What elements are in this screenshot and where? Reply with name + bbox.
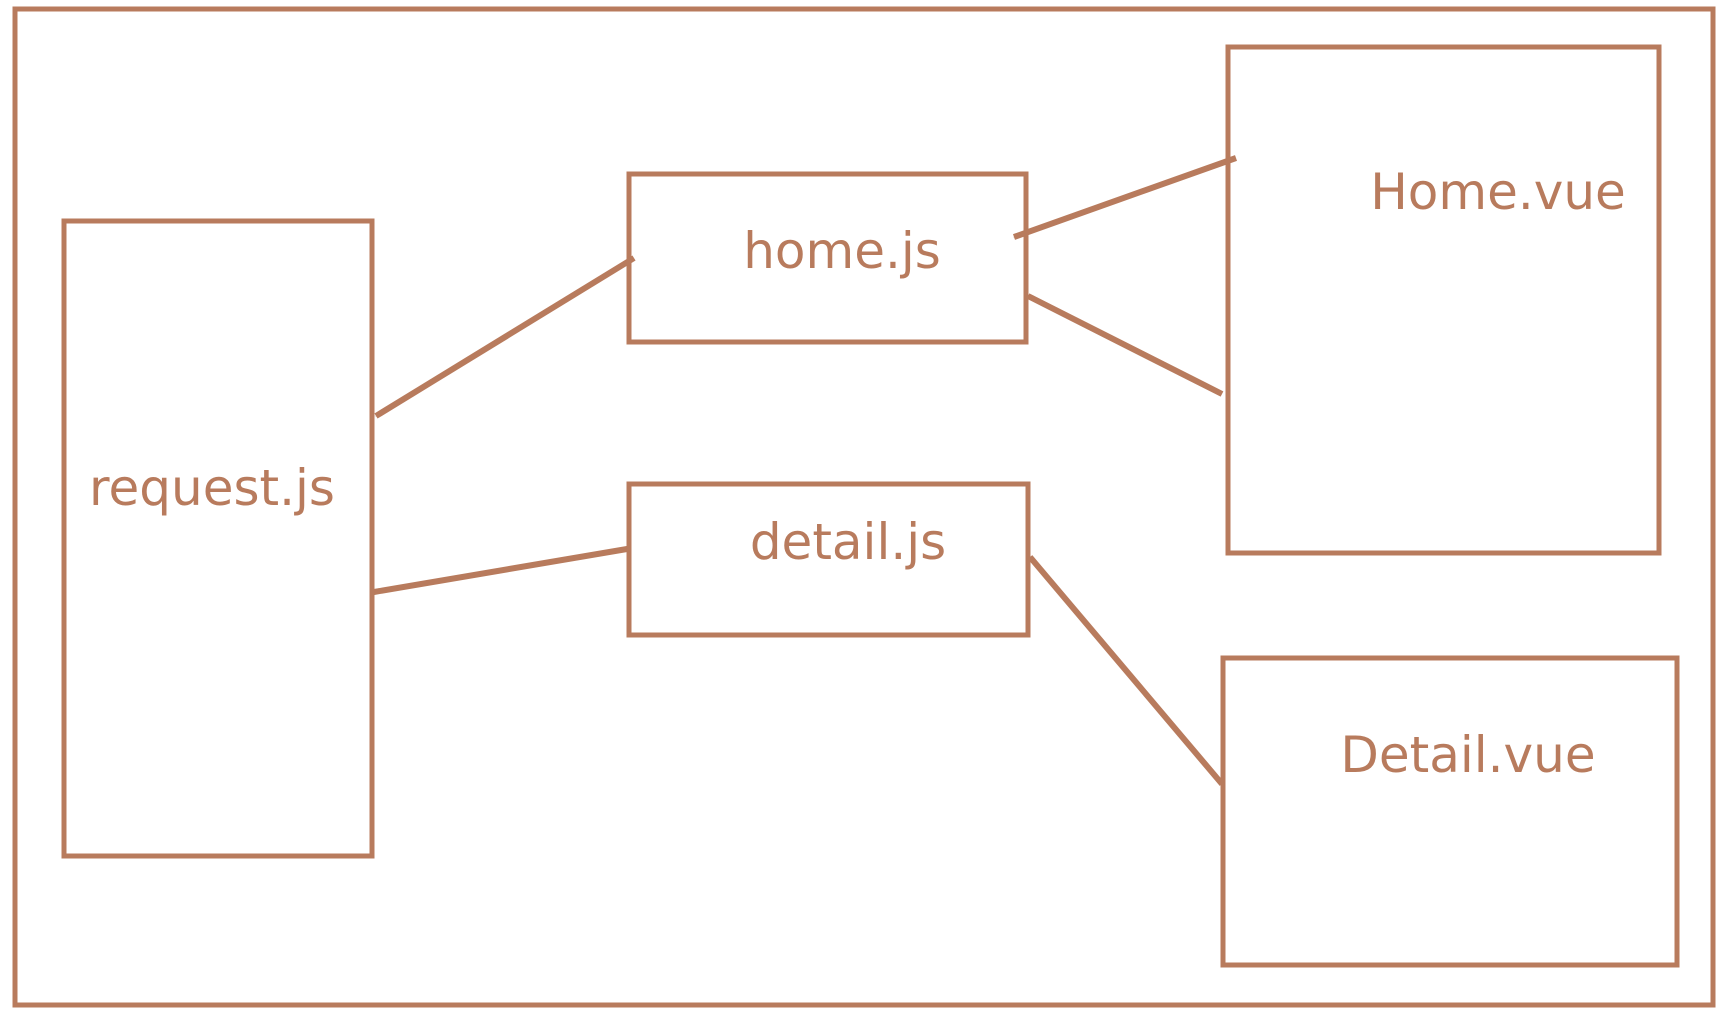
node-request-js-box [61, 218, 375, 859]
outer-frame [12, 6, 1716, 1008]
node-detail-vue-box [1220, 655, 1680, 968]
node-detail-js-box [626, 481, 1031, 638]
node-home-vue-label: Home.vue [1370, 163, 1626, 221]
node-request-js-label: request.js [89, 459, 335, 517]
node-home-vue-box [1225, 44, 1662, 556]
node-request-js[interactable]: request.js [61, 218, 375, 859]
node-detail-vue[interactable]: Detail.vue [1220, 655, 1680, 968]
node-detail-js[interactable]: detail.js [626, 481, 1031, 638]
node-detail-js-label: detail.js [750, 513, 946, 571]
edge-detail-js-to-request-js [373, 546, 628, 595]
edge-detail-vue-to-detail-js [1027, 555, 1225, 786]
node-home-vue[interactable]: Home.vue [1225, 44, 1662, 556]
node-detail-vue-label: Detail.vue [1340, 726, 1595, 784]
edge-home-vue-to-home-js-upper [1012, 155, 1238, 240]
edge-home-vue-to-home-js-lower [1026, 293, 1224, 397]
node-home-js[interactable]: home.js [626, 171, 1029, 345]
edge-home-js-to-request-js [374, 255, 636, 419]
node-home-js-label: home.js [743, 222, 941, 280]
